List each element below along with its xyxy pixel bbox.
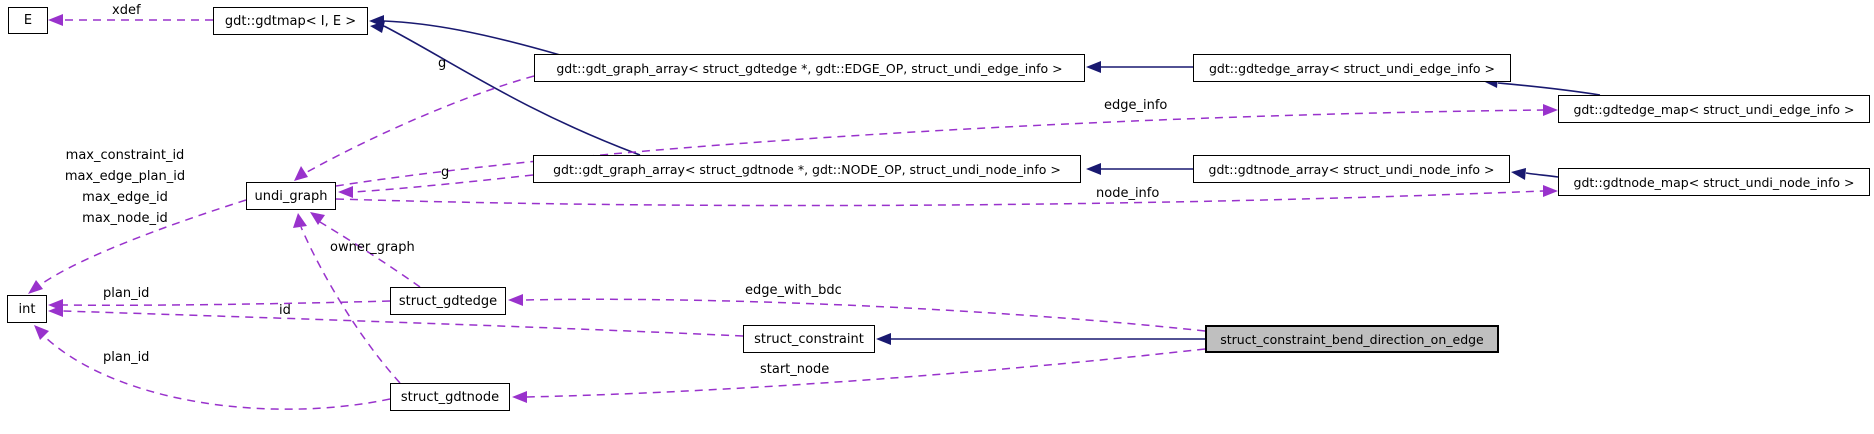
usage-edges	[31, 19, 1544, 410]
edge-label-g-node-array: g	[441, 165, 450, 180]
inheritance-edges	[383, 20, 1601, 340]
edge-label-owner-graph: owner_graph	[330, 240, 415, 255]
edge-label-max-node-id: max_node_id	[82, 211, 168, 226]
class-node-gdtedge-map[interactable]: gdt::gdtedge_map< struct_undi_edge_info …	[1558, 95, 1870, 123]
edge-label-max-edge-id: max_edge_id	[82, 190, 168, 205]
class-node-undi-graph[interactable]: undi_graph	[246, 182, 336, 210]
edge-label-start-node: start_node	[760, 362, 830, 377]
class-node-gdtmap[interactable]: gdt::gdtmap< I, E >	[213, 7, 368, 35]
edge-label-plan-id-edge: plan_id	[103, 286, 150, 301]
class-node-struct-gdtedge[interactable]: struct_gdtedge	[390, 287, 506, 315]
edge-label-max-constraint-id: max_constraint_id	[65, 148, 185, 163]
edge-label-plan-id-node: plan_id	[103, 350, 150, 365]
class-node-gdtedge-array[interactable]: gdt::gdtedge_array< struct_undi_edge_inf…	[1193, 54, 1511, 82]
class-node-struct-gdtnode[interactable]: struct_gdtnode	[390, 383, 510, 411]
usage-arrowheads	[28, 14, 1558, 403]
edge-label-max-ids-block: max_constraint_id max_edge_plan_id max_e…	[55, 145, 195, 229]
class-node-gdtnode-map[interactable]: gdt::gdtnode_map< struct_undi_node_info …	[1558, 168, 1870, 196]
edge-label-edge-info: edge_info	[1104, 98, 1168, 113]
inheritance-arrowheads	[369, 15, 1526, 345]
edge-label-g-edge-array: g	[438, 56, 447, 71]
class-node-struct-constraint[interactable]: struct_constraint	[743, 325, 875, 353]
class-node-gdt-graph-array-edge[interactable]: gdt::gdt_graph_array< struct_gdtedge *, …	[534, 54, 1085, 82]
class-node-struct-constraint-bend-direction-on-edge[interactable]: struct_constraint_bend_direction_on_edge	[1205, 325, 1499, 353]
class-node-gdtnode-array[interactable]: gdt::gdtnode_array< struct_undi_node_inf…	[1193, 155, 1510, 183]
edge-label-max-edge-plan-id: max_edge_plan_id	[64, 169, 186, 184]
class-node-E[interactable]: E	[8, 7, 48, 34]
class-node-int[interactable]: int	[7, 295, 47, 323]
edge-label-xdef: xdef	[112, 3, 141, 18]
edge-label-node-info: node_info	[1096, 186, 1160, 201]
edge-label-id: id	[279, 303, 291, 318]
edge-label-edge-with-bdc: edge_with_bdc	[745, 283, 842, 298]
class-node-gdt-graph-array-node[interactable]: gdt::gdt_graph_array< struct_gdtnode *, …	[533, 155, 1081, 183]
